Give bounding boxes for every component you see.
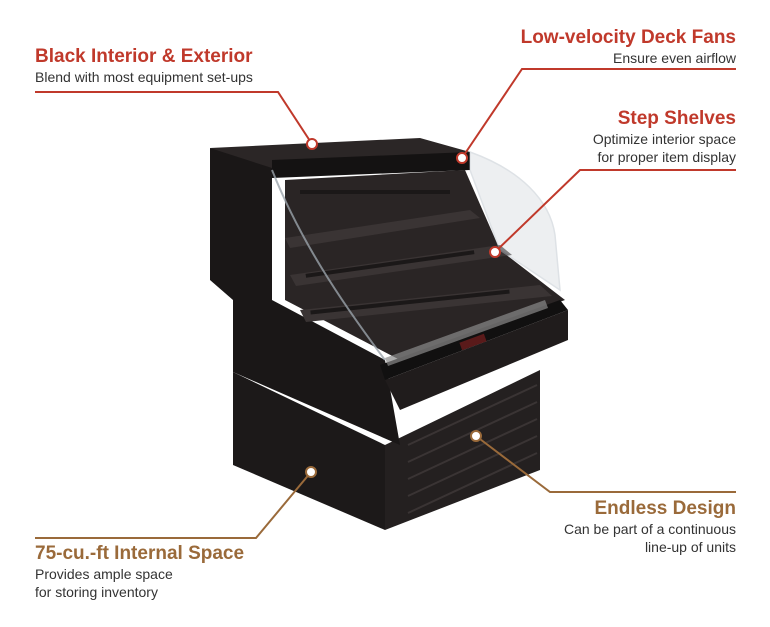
refrigerated-merchandiser-image [210, 138, 568, 530]
dot-deck-fans [456, 152, 468, 164]
callout-title: Step Shelves [617, 108, 736, 129]
dot-endless-design [470, 430, 482, 442]
upper-side-panel [210, 148, 400, 445]
glass-front-left [271, 169, 386, 361]
leader-black-interior [35, 91, 313, 145]
base-louvers [407, 384, 538, 514]
callout-desc-line-2: line-up of units [644, 539, 736, 555]
callout-desc-line-1: Provides ample space [35, 566, 173, 582]
canopy-front [272, 152, 470, 178]
shelf-slots [300, 190, 510, 315]
callout-title: Low-velocity Deck Fans [520, 27, 736, 48]
callout-internal-space: 75-cu.-ft Internal Space Provides ample … [35, 543, 244, 601]
leader-deck-fans [461, 68, 736, 159]
callout-black-interior: Black Interior & Exterior Blend with mos… [35, 46, 253, 86]
callout-desc: Ensure even airflow [613, 50, 736, 66]
callout-endless-design: Endless Design Can be part of a continuo… [564, 498, 736, 556]
deck-grill [385, 300, 548, 366]
glass-side [469, 150, 561, 292]
callout-title: Endless Design [594, 498, 737, 519]
callout-desc-line-1: Optimize interior space [592, 131, 736, 147]
dot-step-shelves [489, 246, 501, 258]
callout-title: Black Interior & Exterior [35, 46, 253, 67]
leader-step-shelves [494, 169, 736, 253]
callout-desc-line-2: for storing inventory [35, 584, 158, 600]
callout-step-shelves: Step Shelves Optimize interior space for… [593, 108, 736, 166]
callout-desc-line-2: for proper item display [597, 149, 736, 165]
dot-internal-space [305, 466, 317, 478]
front-bumper [385, 310, 568, 410]
dot-black-interior [306, 138, 318, 150]
leader-internal-space [35, 471, 312, 539]
base-left-panel [233, 372, 385, 530]
callout-deck-fans: Low-velocity Deck Fans Ensure even airfl… [521, 27, 736, 67]
leader-endless-design [475, 435, 736, 493]
callout-desc: Blend with most equipment set-ups [35, 69, 253, 85]
brand-plate [459, 333, 487, 351]
callout-title: 75-cu.-ft Internal Space [35, 543, 245, 564]
callout-desc-line-1: Can be part of a continuous [563, 521, 736, 537]
base-front-panel [385, 370, 540, 530]
